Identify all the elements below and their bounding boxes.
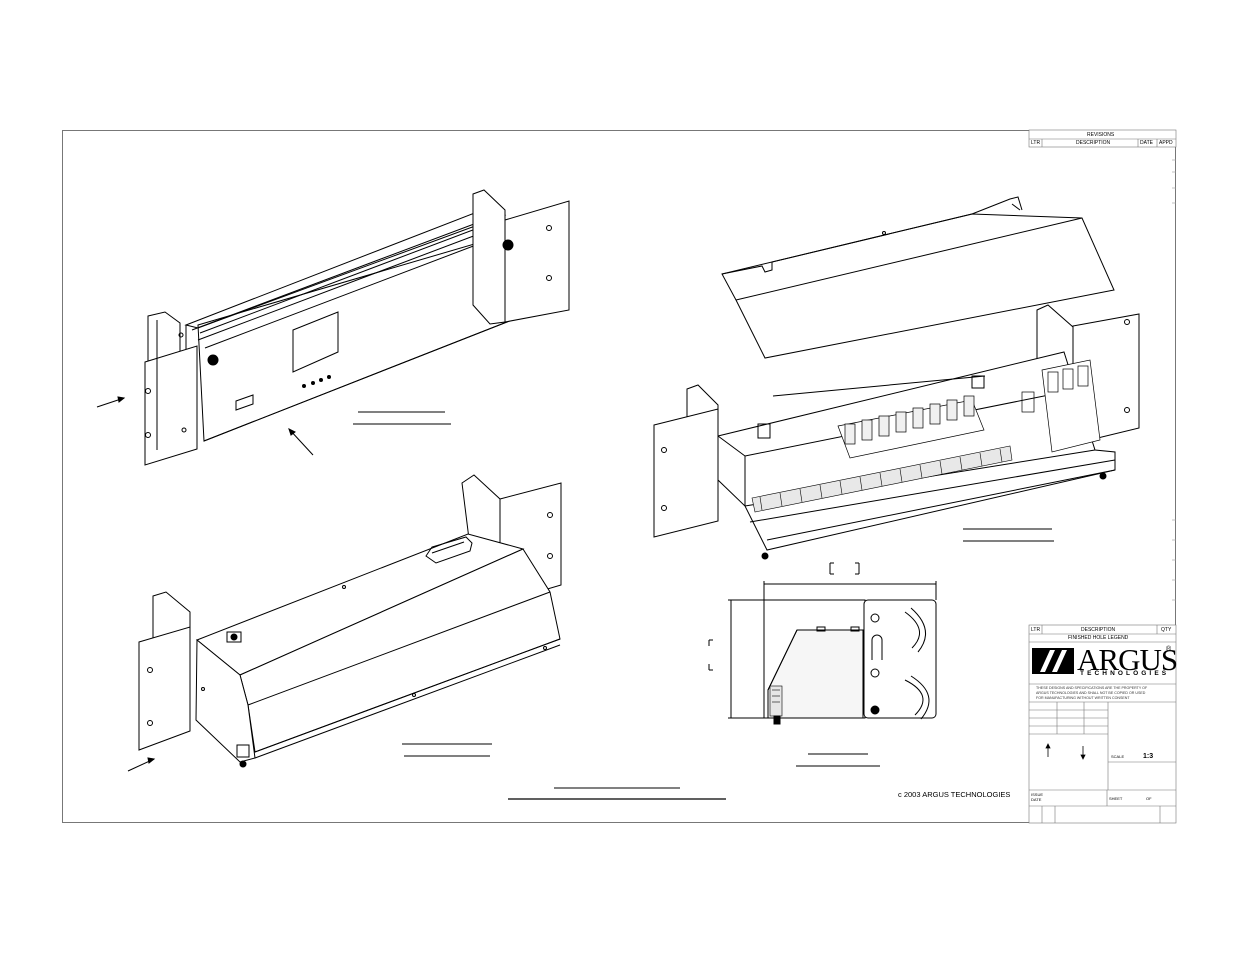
- rev-header-date: DATE: [1140, 140, 1153, 146]
- proprietary-note-line-1: THESE DESIGNS AND SPECIFICATIONS ARE THE…: [1036, 686, 1148, 690]
- legend-header-description: DESCRIPTION: [1081, 627, 1116, 633]
- finished-hole-legend-title: FINISHED HOLE LEGEND: [1068, 635, 1129, 641]
- issue-label: ISSUE: [1031, 792, 1044, 797]
- of-label: OF: [1146, 796, 1152, 801]
- revisions-title: REVISIONS: [1087, 132, 1115, 138]
- revisions-table: [1028, 129, 1177, 148]
- scale-label: SCALE: [1111, 754, 1125, 759]
- copyright-notice: c 2003 ARGUS TECHNOLOGIES: [898, 790, 1011, 799]
- exploded-isometric-view: [653, 196, 1140, 560]
- rev-header-appd: APPD: [1159, 140, 1173, 146]
- side-elevation-view: [708, 562, 937, 767]
- drawing-sheet-border: [62, 130, 1176, 823]
- argus-logo-icon: [1032, 648, 1074, 674]
- rev-header-description: DESCRIPTION: [1076, 140, 1111, 146]
- company-logo-subtext: TECHNOLOGIES: [1080, 670, 1170, 677]
- company-logo-text: ARGUS: [1077, 642, 1178, 677]
- legend-header-ltr: LTR: [1031, 627, 1041, 633]
- scale-value: 1:3: [1143, 753, 1154, 760]
- rev-header-ltr: LTR: [1031, 140, 1041, 146]
- rear-isometric-view: [127, 474, 562, 772]
- registered-mark: ®: [1166, 646, 1172, 653]
- proprietary-note-line-2: ARGUS TECHNOLOGIES AND SHALL NOT BE COPI…: [1036, 691, 1146, 695]
- date-label: DATE: [1031, 797, 1042, 802]
- front-isometric-view: [96, 189, 570, 466]
- sheet-label: SHEET: [1109, 796, 1123, 801]
- proprietary-note-line-3: FOR MANUFACTURING WITHOUT WRITTEN CONSEN…: [1036, 696, 1130, 700]
- legend-header-qty: QTY: [1161, 627, 1172, 633]
